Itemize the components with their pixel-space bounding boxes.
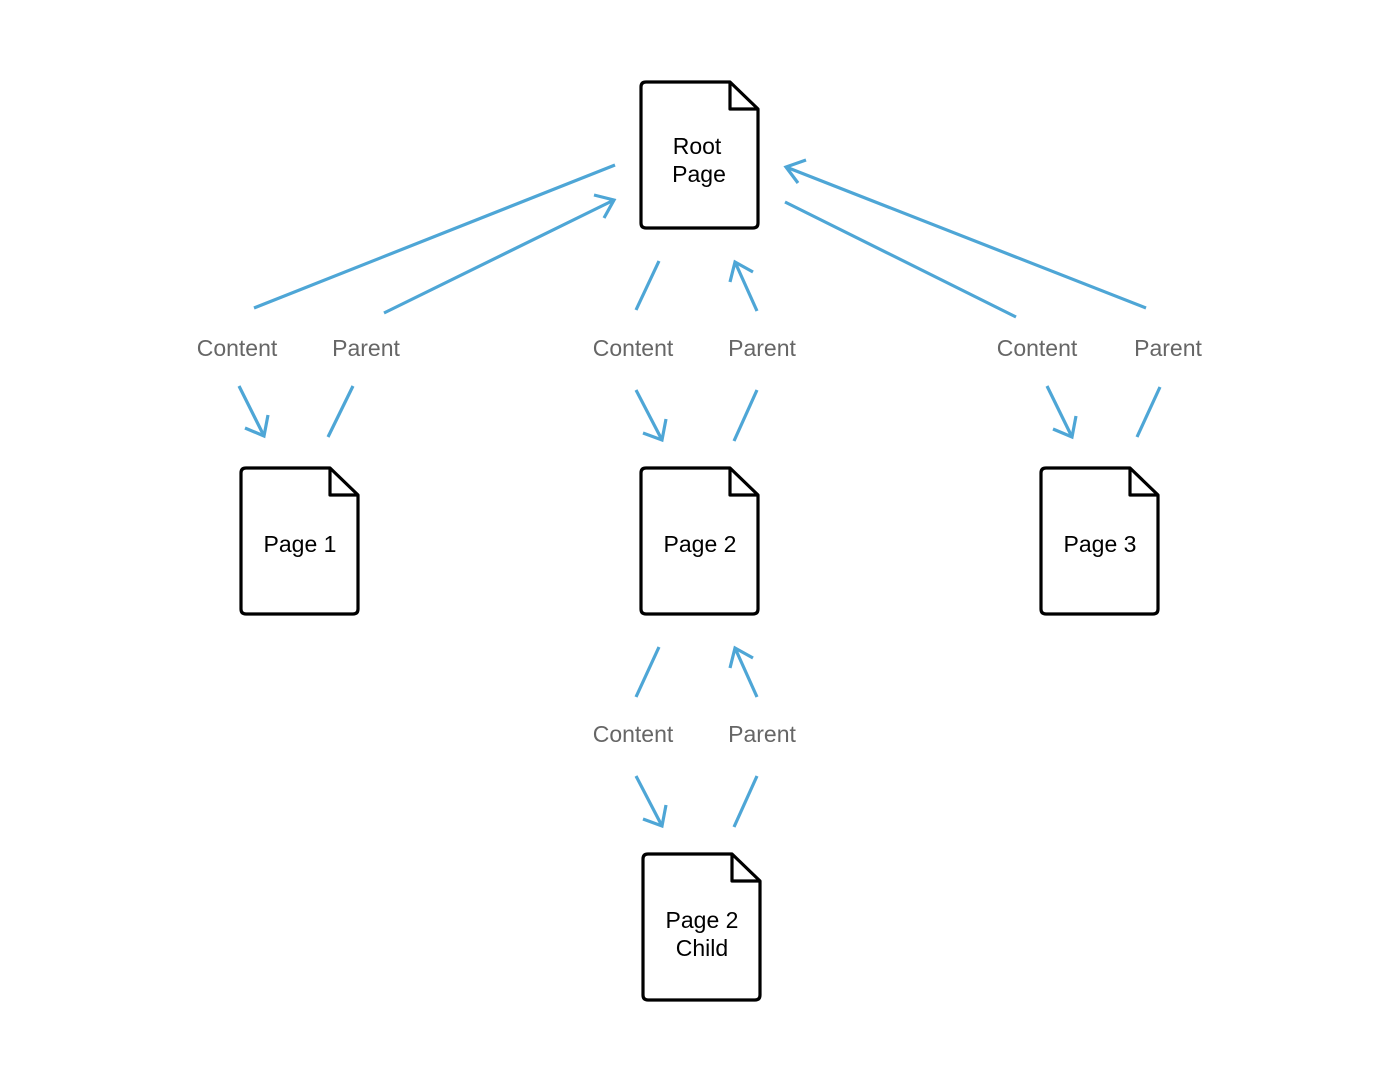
content-label-page1: Content <box>197 335 278 361</box>
page-fold-corner <box>328 468 358 497</box>
content-line-root-to-page3 <box>784 200 1017 319</box>
parent-line-page1 <box>326 385 355 438</box>
content-line-page2-to-child <box>634 646 661 698</box>
node-root-page: Root Page <box>639 80 760 230</box>
connector-page2-page2child: Content Parent <box>593 645 796 829</box>
page-2-child-label-line-1: Page 2 <box>666 907 739 933</box>
content-arrow-page2child <box>634 775 664 827</box>
content-arrow-page1 <box>237 385 266 437</box>
page-fold-corner <box>728 82 758 111</box>
page-1-label: Page 1 <box>264 531 337 557</box>
content-line-root-to-page1 <box>253 163 616 310</box>
parent-label-page2child: Parent <box>728 721 796 747</box>
page-fold-corner <box>728 468 758 497</box>
parent-line-to-page2 <box>733 647 759 698</box>
arrowhead-icon <box>728 259 754 283</box>
parent-line-to-root <box>383 198 615 315</box>
document-page-icon <box>639 466 760 616</box>
content-label-page2child: Content <box>593 721 674 747</box>
node-page-2: Page 2 <box>639 466 760 616</box>
node-page-3: Page 3 <box>1039 466 1160 616</box>
page-fold-corner <box>1128 468 1158 497</box>
node-page-2-child: Page 2 Child <box>641 852 762 1002</box>
parent-label-page1: Parent <box>332 335 400 361</box>
parent-line-page2 <box>732 389 759 442</box>
page-3-label: Page 3 <box>1064 531 1137 557</box>
document-page-icon <box>239 466 360 616</box>
root-page-label-line-1: Root <box>673 133 722 159</box>
parent-line-page3 <box>1135 386 1162 438</box>
content-line-root-to-page2 <box>634 260 661 311</box>
page-2-child-label-line-2: Child <box>676 935 728 961</box>
connector-root-page2: Content Parent <box>593 259 796 443</box>
document-page-icon <box>641 852 762 1002</box>
arrowhead-icon <box>783 158 807 184</box>
document-page-icon <box>639 80 760 230</box>
connector-root-page3: Content Parent <box>783 158 1202 440</box>
arrowhead-icon <box>593 193 617 219</box>
arrowhead-icon <box>642 804 668 829</box>
parent-label-page2: Parent <box>728 335 796 361</box>
parent-line-to-root <box>785 165 1147 310</box>
document-page-icon <box>1039 466 1160 616</box>
page-2-label: Page 2 <box>664 531 737 557</box>
parent-label-page3: Parent <box>1134 335 1202 361</box>
content-arrow-page3 <box>1045 385 1074 438</box>
arrowhead-icon <box>1052 415 1078 440</box>
node-page-1: Page 1 <box>239 466 360 616</box>
content-arrow-page2 <box>634 389 664 441</box>
connector-root-page1: Content Parent <box>197 163 617 439</box>
content-label-page2: Content <box>593 335 674 361</box>
arrowhead-icon <box>728 645 754 669</box>
arrowhead-icon <box>642 418 668 443</box>
parent-line-page2child <box>732 775 759 828</box>
root-page-label-line-2: Page <box>672 161 726 187</box>
content-label-page3: Content <box>997 335 1078 361</box>
arrowhead-icon <box>244 414 270 439</box>
page-fold-corner <box>730 854 760 883</box>
parent-line-to-root <box>733 261 759 312</box>
